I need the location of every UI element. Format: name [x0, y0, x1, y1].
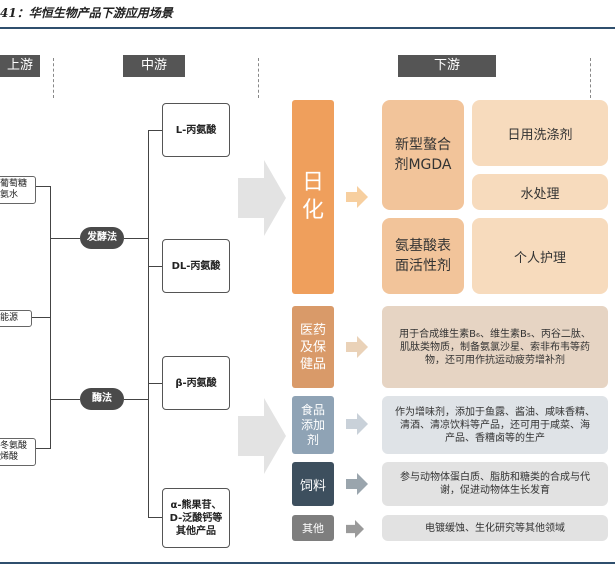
ammonia-label: 氨水 — [0, 190, 19, 200]
amino-acid-surfactant: 氨基酸表 面活性剂 — [382, 218, 464, 294]
connector — [36, 186, 50, 187]
daily-char-1: 日 — [301, 170, 324, 195]
mgda-chelator: 新型螯合 剂MGDA — [382, 100, 464, 210]
category-medical: 医药 及保 健品 — [292, 306, 334, 388]
feed-desc-line-1: 参与动物体蛋白质、脂肪和糖类的合成与代 — [400, 472, 590, 483]
other-product-line-2: D-泛酸钙等 — [169, 512, 223, 524]
amino-line-2: 面活性剂 — [395, 258, 451, 274]
amino-line-1: 氨基酸表 — [395, 238, 451, 254]
category-feed: 饲料 — [292, 462, 334, 506]
medical-desc-line-2: 肌肽类物质，制备氨氯沙星、索非布韦等药 — [400, 341, 590, 353]
connector — [148, 383, 162, 384]
other-product-line-1: α-熊果苷、 — [170, 499, 222, 511]
aspartate-label: 冬氨酸 — [0, 441, 28, 451]
arrow-right-icon — [346, 473, 368, 495]
food-desc-line-1: 作为增味剂，添加于鱼露、酱油、咸味香精、 — [395, 406, 595, 418]
upstream-header: 上游 — [0, 55, 40, 77]
feed-description: 参与动物体蛋白质、脂肪和糖类的合成与代 谢，促进动物体生长发育 — [382, 462, 608, 506]
big-arrow-icon — [238, 160, 286, 236]
medical-description: 用于合成维生素B₆、维生素B₅、丙谷二肽、 肌肽类物质，制备氨氯沙星、索非布韦等… — [382, 306, 608, 388]
other-product-line-3: 其他产品 — [176, 525, 216, 537]
product-dl-alanine: DL-丙氨酸 — [162, 239, 230, 293]
daily-char-2: 化 — [301, 198, 324, 223]
product-beta-alanine: β-丙氨酸 — [162, 356, 230, 410]
connector — [148, 517, 162, 518]
category-daily-chemical: 日 化 — [292, 100, 334, 294]
arrow-right-icon — [346, 520, 364, 538]
category-other: 其他 — [292, 515, 334, 541]
process-enzyme: 酶法 — [80, 388, 124, 410]
product-other: α-熊果苷、 D-泛酸钙等 其他产品 — [162, 488, 230, 548]
category-food-additive: 食品 添加 剂 — [292, 396, 334, 454]
connector — [36, 448, 50, 449]
food-desc-line-2: 清酒、清凉饮料等产品，还可用于咸菜、海 — [400, 419, 590, 431]
detergent-box: 日用洗涤剂 — [472, 100, 608, 166]
food-line-3: 剂 — [306, 432, 319, 447]
personal-care-box: 个人护理 — [472, 218, 608, 294]
medical-desc-line-1: 用于合成维生素B₆、维生素B₅、丙谷二肽、 — [399, 328, 591, 340]
midstream-separator — [258, 58, 259, 98]
feed-desc-line-2: 谢，促进动物体生长发育 — [440, 485, 550, 496]
arrow-right-icon — [346, 186, 368, 208]
bottom-rule — [0, 562, 615, 564]
medical-line-3: 健品 — [299, 356, 326, 372]
connector — [124, 238, 148, 239]
process-fermentation: 发酵法 — [80, 227, 124, 249]
downstream-header: 下游 — [398, 55, 496, 77]
connector-trunk — [148, 266, 149, 518]
water-treatment-box: 水处理 — [472, 174, 608, 210]
connector — [148, 130, 162, 131]
olefin-acid-label: 烯酸 — [0, 452, 19, 462]
other-description: 电镀缓蚀、生化研究等其他领域 — [382, 515, 608, 541]
connector — [50, 238, 80, 239]
arrow-right-icon — [346, 336, 368, 358]
upstream-glucose: 葡萄糖 氨水 — [0, 176, 36, 204]
food-desc-line-3: 产品、香糟卤等的生产 — [445, 432, 545, 444]
upstream-aspartate: 冬氨酸 烯酸 — [0, 438, 36, 466]
connector — [32, 317, 50, 318]
food-line-1: 食品 — [300, 402, 325, 417]
top-rule — [0, 27, 615, 29]
midstream-header: 中游 — [123, 55, 185, 77]
big-arrow-icon — [238, 398, 286, 474]
upstream-separator — [53, 58, 54, 98]
medical-line-2: 及保 — [299, 339, 326, 355]
connector — [124, 399, 148, 400]
downstream-separator — [590, 58, 591, 98]
glucose-label: 葡萄糖 — [0, 179, 28, 189]
medical-line-1: 医药 — [299, 322, 326, 338]
arrow-right-icon — [346, 413, 368, 435]
figure-title: 41：华恒生物产品下游应用场景 — [0, 6, 173, 20]
mgda-line-2: 剂MGDA — [394, 157, 452, 173]
connector-trunk — [148, 130, 149, 267]
medical-desc-line-3: 物，还可用作抗运动疲劳增补剂 — [425, 354, 565, 366]
food-description: 作为增味剂，添加于鱼露、酱油、咸味香精、 清酒、清凉饮料等产品，还可用于咸菜、海… — [382, 396, 608, 454]
connector — [148, 266, 162, 267]
product-l-alanine: L-丙氨酸 — [162, 103, 230, 157]
upstream-energy: 能源 — [0, 310, 32, 327]
food-line-2: 添加 — [300, 417, 325, 432]
connector-trunk — [50, 186, 51, 449]
connector — [50, 399, 80, 400]
mgda-line-1: 新型螯合 — [395, 137, 451, 153]
